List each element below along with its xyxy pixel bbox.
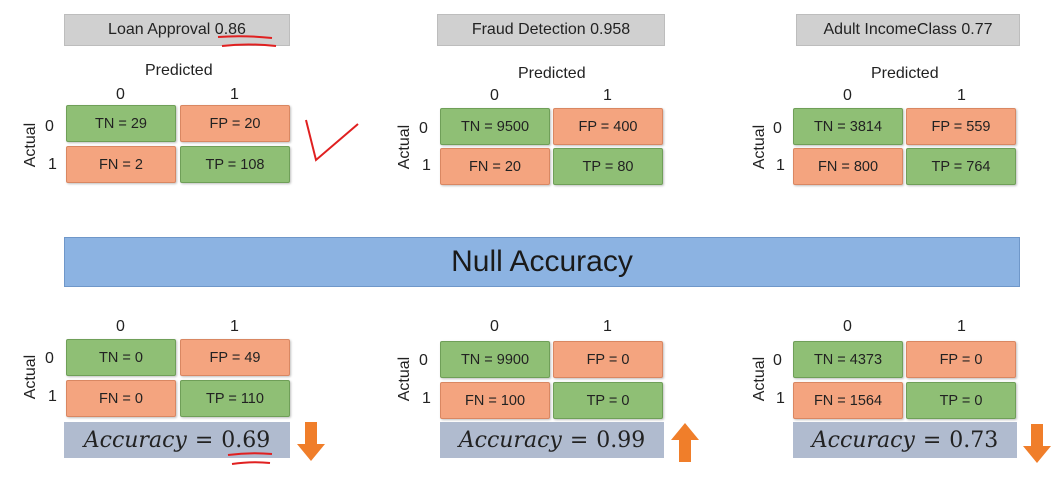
col-0-label: 0 [116, 86, 125, 103]
col-1-label: 1 [603, 87, 612, 104]
cell-fp: FP = 400 [553, 108, 663, 145]
cell-tn: TN = 0 [66, 339, 176, 376]
cell-fn: FN = 100 [440, 382, 550, 419]
accuracy-word: Accuracy [83, 427, 187, 453]
row-0-label: 0 [773, 120, 782, 137]
cell-fn: FN = 800 [793, 148, 903, 185]
null-accuracy-banner: Null Accuracy [64, 237, 1020, 287]
row-1-label: 1 [776, 390, 785, 407]
underline-annotation [227, 452, 273, 465]
col-0-label: 0 [116, 318, 125, 335]
col-1-label: 1 [957, 318, 966, 335]
cell-fp: FP = 0 [906, 341, 1016, 378]
checkmark-annotation [305, 119, 359, 162]
row-1-label: 1 [776, 157, 785, 174]
title-loan-approval: Loan Approval 0.86 [64, 14, 290, 46]
row-0-label: 0 [419, 120, 428, 137]
row-1-label: 1 [422, 157, 431, 174]
cell-tn: TN = 3814 [793, 108, 903, 145]
accuracy-box: Accuracy = 0.73 [793, 422, 1017, 458]
actual-label: Actual [22, 354, 40, 400]
row-0-label: 0 [773, 352, 782, 369]
arrow-up-icon [671, 423, 699, 462]
title-text: Adult IncomeClass [823, 21, 962, 38]
cell-tn: TN = 4373 [793, 341, 903, 378]
actual-label: Actual [396, 124, 414, 170]
accuracy-box: Accuracy = 0.69 [64, 422, 290, 458]
cell-tn: TN = 9500 [440, 108, 550, 145]
arrow-down-icon [1023, 424, 1051, 463]
title-score: 0.77 [961, 21, 993, 38]
predicted-label: Predicted [871, 65, 939, 82]
cell-fp: FP = 49 [180, 339, 290, 376]
cell-tp: TP = 0 [553, 382, 663, 419]
accuracy-box: Accuracy = 0.99 [440, 422, 664, 458]
arrow-down-icon [297, 422, 325, 461]
title-text: Fraud Detection [471, 21, 591, 38]
accuracy-equals: = [922, 427, 942, 453]
cell-tp: TP = 110 [180, 380, 290, 417]
accuracy-word: Accuracy [458, 427, 562, 453]
row-0-label: 0 [419, 352, 428, 369]
cell-tp: TP = 80 [553, 148, 663, 185]
title-score: 0.958 [590, 21, 631, 38]
cell-fn: FN = 20 [440, 148, 550, 185]
underline-annotation [217, 35, 277, 47]
col-0-label: 0 [843, 87, 852, 104]
col-1-label: 1 [603, 318, 612, 335]
cell-fn: FN = 1564 [793, 382, 903, 419]
cell-tp: TP = 764 [906, 148, 1016, 185]
cell-fp: FP = 0 [553, 341, 663, 378]
accuracy-value: 0.69 [221, 427, 271, 453]
accuracy-value: 0.99 [596, 427, 646, 453]
cell-fn: FN = 0 [66, 380, 176, 417]
accuracy-equals: = [194, 427, 214, 453]
actual-label: Actual [396, 356, 414, 402]
cell-fp: FP = 559 [906, 108, 1016, 145]
col-1-label: 1 [230, 86, 239, 103]
row-0-label: 0 [45, 350, 54, 367]
accuracy-word: Accuracy [811, 427, 915, 453]
row-0-label: 0 [45, 118, 54, 135]
col-0-label: 0 [490, 87, 499, 104]
accuracy-equals: = [569, 427, 589, 453]
cell-tn: TN = 29 [66, 105, 176, 142]
predicted-label: Predicted [518, 65, 586, 82]
actual-label: Actual [22, 122, 40, 168]
cell-tp: TP = 0 [906, 382, 1016, 419]
actual-label: Actual [751, 356, 769, 402]
cell-tp: TP = 108 [180, 146, 290, 183]
predicted-label: Predicted [145, 62, 213, 79]
row-1-label: 1 [48, 156, 57, 173]
actual-label: Actual [751, 124, 769, 170]
col-1-label: 1 [957, 87, 966, 104]
col-1-label: 1 [230, 318, 239, 335]
accuracy-value: 0.73 [949, 427, 999, 453]
row-1-label: 1 [48, 388, 57, 405]
title-score: 0.86 [214, 21, 246, 38]
title-text: Loan Approval [108, 21, 215, 38]
cell-tn: TN = 9900 [440, 341, 550, 378]
cell-fp: FP = 20 [180, 105, 290, 142]
row-1-label: 1 [422, 390, 431, 407]
cell-fn: FN = 2 [66, 146, 176, 183]
col-0-label: 0 [490, 318, 499, 335]
title-adult-incomeclass: Adult IncomeClass 0.77 [796, 14, 1020, 46]
col-0-label: 0 [843, 318, 852, 335]
title-fraud-detection: Fraud Detection 0.958 [437, 14, 665, 46]
